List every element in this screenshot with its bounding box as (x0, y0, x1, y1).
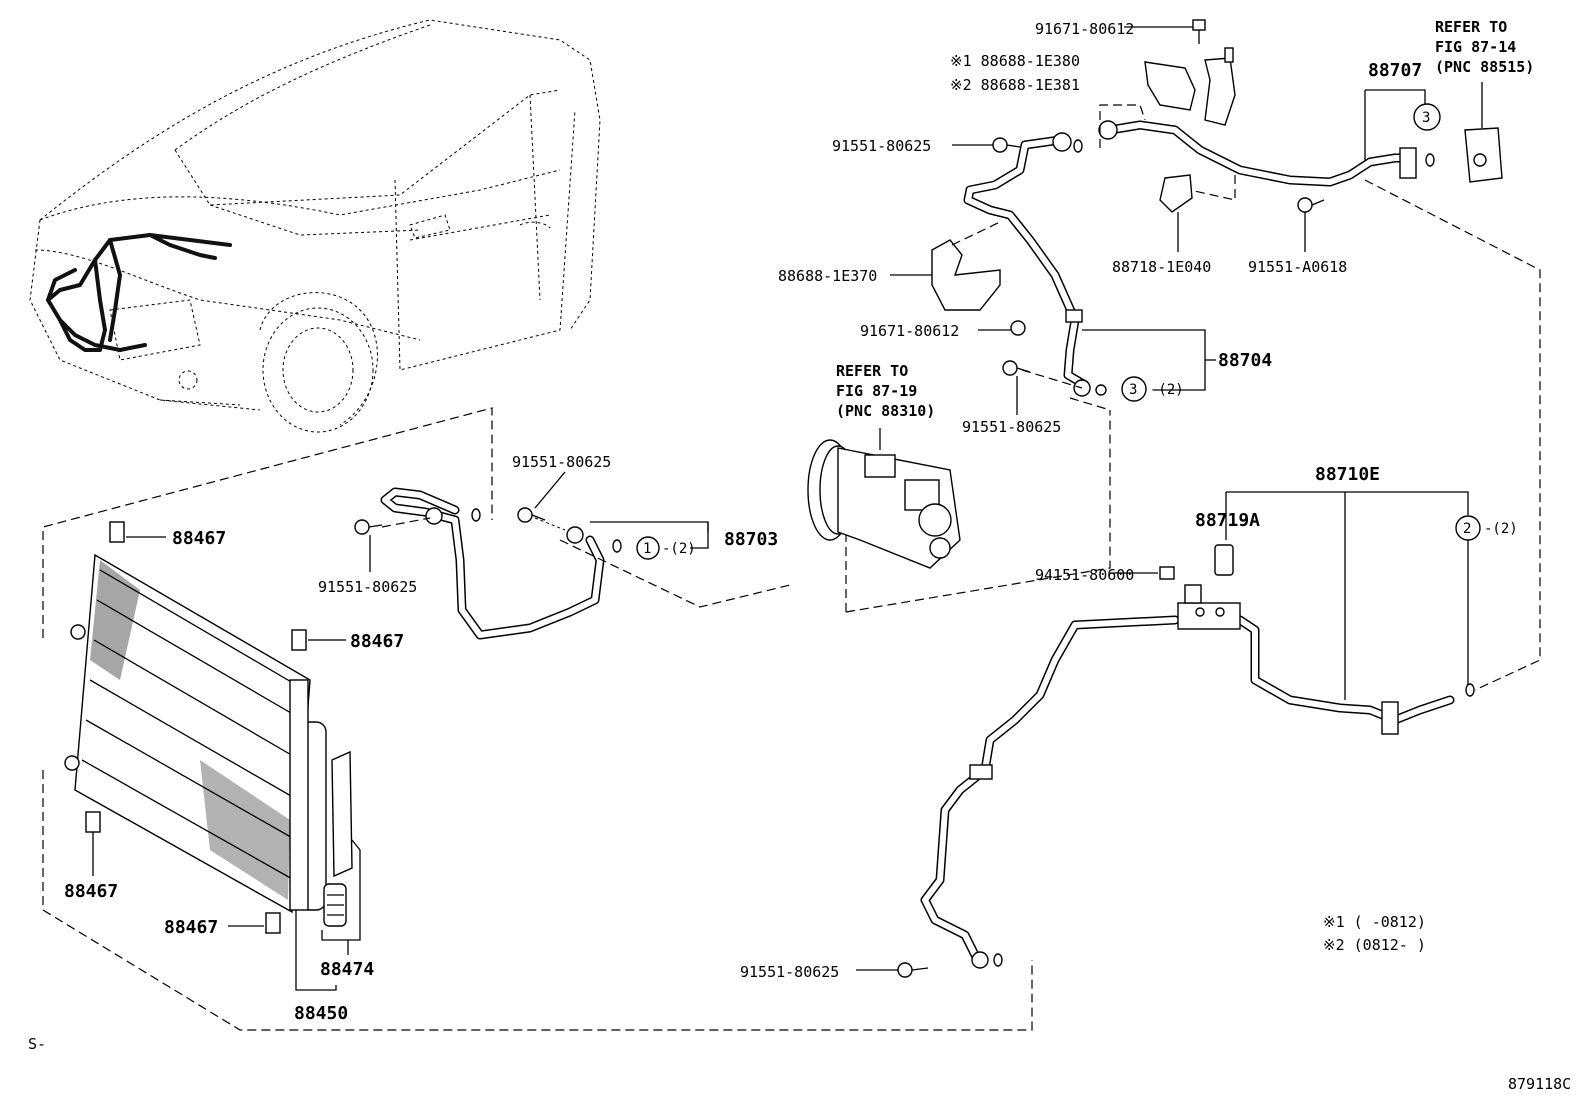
label-bolt-91551-80625: 91551-80625 (832, 137, 931, 155)
qty-label: -(2) (1484, 521, 1518, 537)
label-88474: 88474 (320, 959, 374, 980)
callout-labels: 91671-80612 ※1 88688-1E380 ※2 88688-1E38… (28, 18, 1571, 1093)
label-88719a: 88719A (1195, 510, 1260, 531)
label-clamp-1e040: 88718-1E040 (1112, 258, 1211, 276)
label-88707: 88707 (1368, 60, 1422, 81)
condenser-assembly (42, 407, 1033, 1031)
refer-pnc-text: (PNC 88515) (1435, 58, 1534, 76)
label-88467: 88467 (64, 881, 118, 902)
compressor (807, 410, 1111, 613)
vehicle-illustration (29, 19, 601, 433)
corner-marker: S- (28, 1035, 46, 1053)
refer-pnc-text: (PNC 88310) (836, 402, 935, 420)
label-bolt-91551-80625-b: 91551-80625 (962, 418, 1061, 436)
label-88467: 88467 (172, 528, 226, 549)
bolt-icon (1010, 320, 1026, 336)
discharge-hose-88703 (354, 471, 791, 640)
bolt-icon (1192, 19, 1206, 44)
label-88710e: 88710E (1315, 464, 1380, 485)
suction-hose-88704 (890, 132, 1216, 415)
label-bolt-91671-80612-b: 91671-80612 (860, 322, 959, 340)
bolt-icon (992, 137, 1021, 153)
label-nut-94151-80600: 94151-80600 (1035, 566, 1134, 584)
label-bolt-91551-a0618: 91551-A0618 (1248, 258, 1347, 276)
label-88467: 88467 (350, 631, 404, 652)
label-bracket-1e380: ※1 88688-1E380 (950, 52, 1080, 70)
label-88467: 88467 (164, 917, 218, 938)
label-clamp-1e370: 88688-1E370 (778, 267, 877, 285)
circle-3-label: 3 (1129, 382, 1137, 398)
bolt-icon (517, 507, 546, 523)
bolt-icon (897, 962, 929, 978)
refer-fig-text: FIG 87-19 (836, 382, 917, 400)
circle-2-label: 2 (1463, 521, 1471, 537)
label-bolt-91551-80625-c: 91551-80625 (512, 453, 611, 471)
bolt-icon (1002, 360, 1031, 376)
qty-label: -(2) (1150, 382, 1184, 398)
bolt-icon (1297, 197, 1325, 213)
footnote-1: ※1 ( -0812) (1323, 913, 1426, 931)
circle-3-label: 3 (1422, 110, 1430, 126)
circle-3-marker (1121, 376, 1147, 402)
qty-label: -(2) (662, 541, 696, 557)
label-88703: 88703 (724, 529, 778, 550)
label-bracket-1e381: ※2 88688-1E381 (950, 76, 1080, 94)
label-88450: 88450 (294, 1003, 348, 1024)
label-bolt-91551-80625-d: 91551-80625 (318, 578, 417, 596)
refer-fig-text: FIG 87-14 (1435, 38, 1516, 56)
refer-to-text: REFER TO (836, 362, 908, 380)
figure-id: 879118C (1508, 1075, 1571, 1093)
footnote-2: ※2 (0812- ) (1323, 936, 1426, 954)
nut-icon (1159, 566, 1175, 580)
liquid-line-88707 (952, 19, 1541, 691)
label-bolt-91671-80612: 91671-80612 (1035, 20, 1134, 38)
liquid-line-88710e (856, 491, 1481, 978)
label-88704: 88704 (1218, 350, 1272, 371)
circle-1-label: 1 (643, 541, 651, 557)
label-bolt-91551-80625-e: 91551-80625 (740, 963, 839, 981)
refer-to-text: REFER TO (1435, 18, 1507, 36)
bolt-icon (354, 519, 383, 535)
